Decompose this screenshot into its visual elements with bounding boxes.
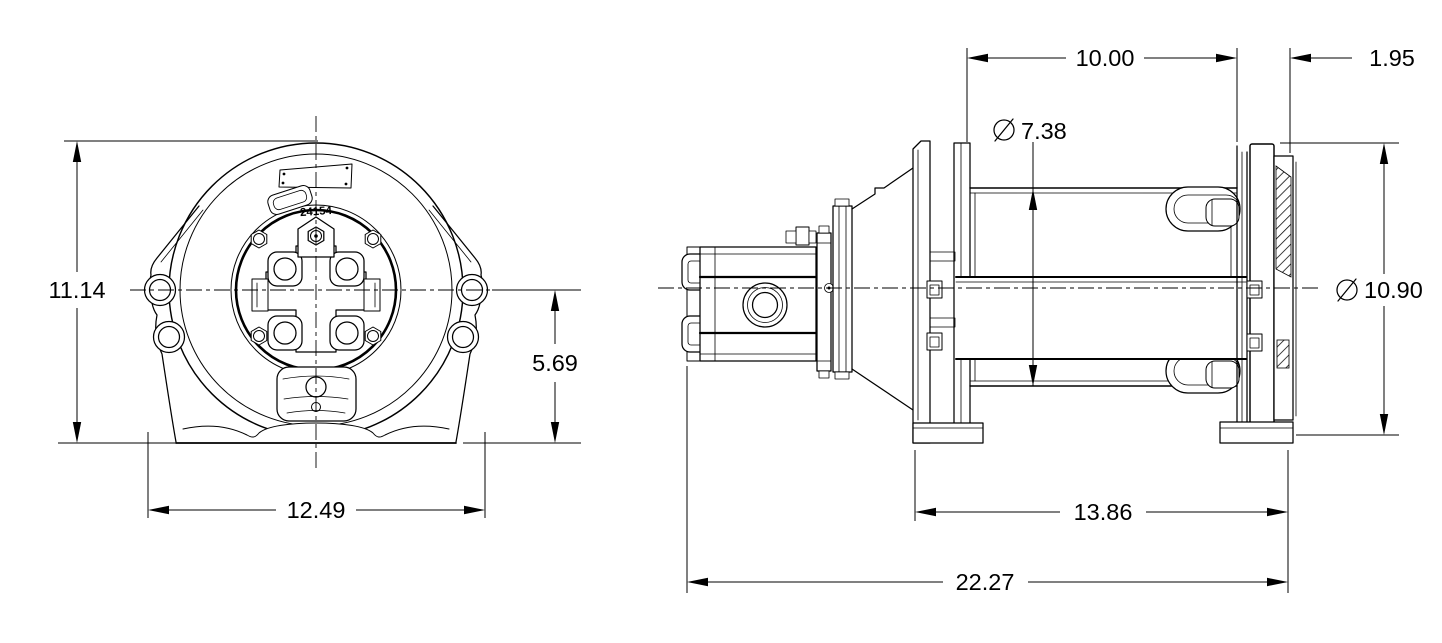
dim-overall-height-value: 11.14 [48,277,105,303]
hydraulic-motor [681,225,834,379]
dim-center-to-base: 5.69 [463,289,581,444]
dim-flange-offset-value: 1.95 [1369,45,1415,71]
diameter-symbol-icon [993,118,1015,142]
dim-overall-height: 11.14 [48,140,318,444]
diameter-symbol-icon [1336,278,1358,302]
dim-overall-width: 12.49 [147,432,486,523]
left-foot [912,422,984,444]
front-view: 24154 [130,116,502,468]
dim-frame-length-value: 13.86 [1074,499,1133,525]
dim-flange-diameter: 10.90 [1280,142,1423,436]
dim-barrel-diameter-value: 7.38 [1021,118,1067,144]
bottom-tab [276,366,357,422]
gearbox-cone [832,167,914,411]
nameplate [278,163,353,189]
dim-frame-length: 13.86 [914,450,1288,525]
tie-rod-top [1165,186,1241,232]
dim-overall-length-value: 22.27 [956,569,1015,595]
side-view [658,140,1318,444]
keeper-plate [267,185,313,215]
dim-drum-length: 10.00 [966,45,1238,142]
dim-center-to-base-value: 5.69 [532,350,578,376]
dim-overall-width-value: 12.49 [287,497,346,523]
drum-hub-tube [955,276,1247,360]
right-foot [1219,421,1294,444]
brake-hatch-upper [1275,165,1292,278]
dim-flange-diameter-value: 10.90 [1364,277,1423,303]
dim-barrel-diameter: 7.38 [993,118,1067,386]
dim-flange-offset: 1.95 [1289,45,1415,153]
brake-hatch-lower [1276,339,1290,369]
top-fitting [795,226,810,246]
motor-mount-plate [816,232,832,372]
motor-port [742,282,788,328]
dim-drum-length-value: 10.00 [1076,45,1135,71]
hex-fasteners [250,229,382,346]
dim-overall-length: 22.27 [686,366,1289,595]
